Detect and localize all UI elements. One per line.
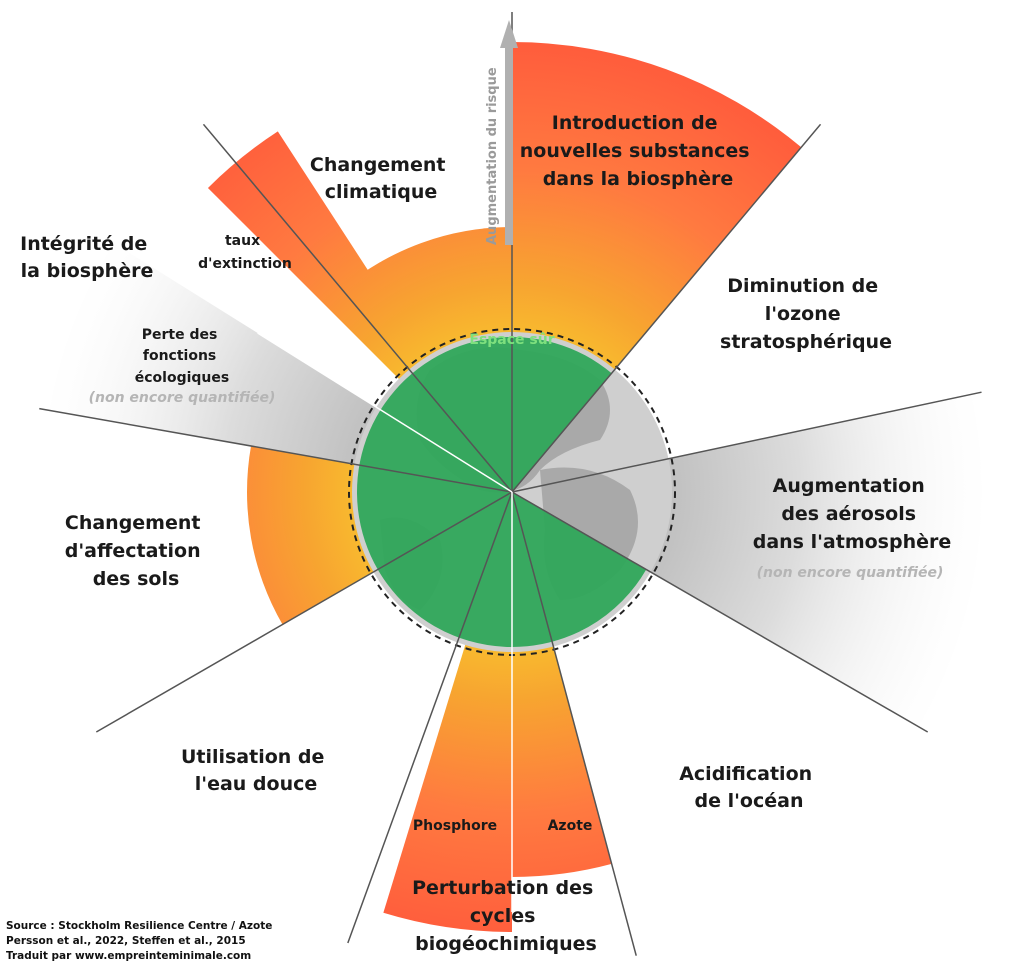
label-ozone: Diminution de l'ozone stratosphérique [720,275,892,353]
sub-divider-line [257,332,513,493]
boundary-dividers [39,12,982,956]
label-ocean: Acidification de l'océan [679,763,819,812]
label-functional-integrity: Perte des fonctions écologiques [135,327,229,386]
safe-space-label: Espace sûr [469,332,554,348]
label-phosphorus: Phosphore [413,818,497,834]
divider-line [95,491,513,733]
label-biogeochemical: Perturbation des cycles biogéochimiques [412,877,600,955]
divider-line [511,391,982,493]
divider-line [511,491,929,733]
divider-line [202,123,513,493]
label-nitrogen: Azote [548,818,593,834]
label-aerosols-note: (non encore quantifiée) [757,565,944,581]
source-credit: Source : Stockholm Resilience Centre / A… [6,920,276,962]
risk-axis [500,20,518,245]
earth-globe [348,328,676,656]
label-aerosols: Augmentation des aérosols dans l'atmosph… [753,475,952,553]
divider-line [39,407,513,493]
label-freshwater: Utilisation de l'eau douce [181,746,331,795]
label-climate: Changement climatique [310,154,452,203]
label-biosphere: Intégrité de la biosphère [20,233,154,282]
label-land-use: Changement d'affectation des sols [65,512,207,590]
divider-line [511,491,637,956]
divider-line [511,123,822,493]
risk-axis-label: Augmentation du risque [485,67,500,245]
label-novel-entities: Introduction de nouvelles substances dan… [520,112,756,190]
label-functional-note: (non encore quantifiée) [89,390,276,406]
divider-line [347,491,513,944]
label-extinction-rate: taux d'extinction [198,233,292,272]
safe-zone [356,336,647,647]
